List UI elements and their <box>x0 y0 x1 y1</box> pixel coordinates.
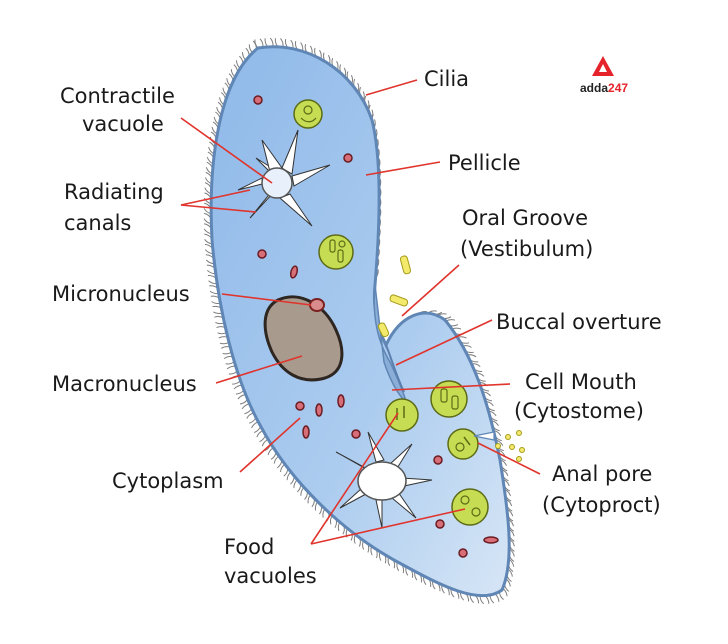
food-particles <box>377 255 525 462</box>
label-food-vacuoles-line1: Food <box>224 535 274 559</box>
label-oral-groove-line2: (Vestibulum) <box>460 237 593 261</box>
labels: Cilia Contractile vacuole Pellicle Radia… <box>52 67 662 588</box>
anal-pore <box>473 431 495 441</box>
label-contractile-vacuole-line1: Contractile <box>60 84 175 108</box>
label-radiating-canals-line2: canals <box>64 211 131 235</box>
food-vacuole <box>447 428 479 460</box>
label-micronucleus: Micronucleus <box>52 282 190 306</box>
macronucleus <box>263 295 344 382</box>
label-food-vacuoles-line2: vacuoles <box>224 564 317 588</box>
label-anal-pore-line1: Anal pore <box>552 462 652 486</box>
food-vacuole <box>430 380 468 418</box>
contractile-vacuole-top <box>237 129 331 227</box>
food-vacuole <box>451 488 489 526</box>
label-buccal-overture: Buccal overture <box>496 310 662 334</box>
leader-lines <box>180 79 541 545</box>
food-vacuole <box>318 234 354 270</box>
logo-brand: adda247 <box>580 81 628 95</box>
label-cell-mouth-line2: (Cytostome) <box>514 399 644 423</box>
label-cilia: Cilia <box>424 67 469 91</box>
label-cell-mouth-line1: Cell Mouth <box>525 370 637 394</box>
label-macronucleus: Macronucleus <box>52 372 197 396</box>
micronucleus <box>309 298 325 312</box>
label-cytoplasm: Cytoplasm <box>112 469 224 493</box>
label-oral-groove-line1: Oral Groove <box>462 206 588 230</box>
label-pellicle: Pellicle <box>448 151 521 175</box>
contractile-vacuole-bottom <box>335 431 433 529</box>
label-radiating-canals-line1: Radiating <box>64 180 164 204</box>
food-vacuole <box>385 398 419 432</box>
food-vacuoles <box>293 99 489 526</box>
organelles <box>253 95 499 558</box>
label-anal-pore-line2: (Cytoproct) <box>542 493 661 517</box>
buccal-cavity <box>385 344 405 393</box>
food-vacuole <box>293 99 323 129</box>
adda247-logo: adda247 <box>580 56 628 95</box>
label-contractile-vacuole-line2: vacuole <box>82 112 164 136</box>
